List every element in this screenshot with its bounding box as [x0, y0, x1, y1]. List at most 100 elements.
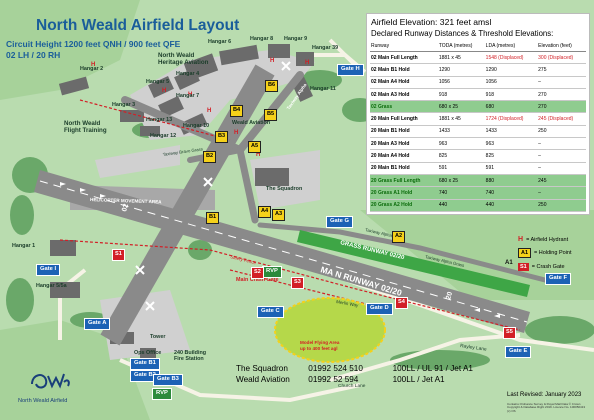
contact-row-weald: Weald Aviation 01992 52 594 100LL / Jet …: [236, 375, 473, 386]
contact-row-squadron: The Squadron 01992 524 510 100LL / UL 91…: [236, 364, 473, 375]
declared-distances-table: Runway TODA (metres) LDA (metres) Elevat…: [370, 42, 586, 212]
building-240-label: 240 Building Fire Station: [174, 350, 207, 363]
hangar-12-label: Hangar 12: [150, 133, 177, 139]
hangar-buildings: [50, 44, 314, 358]
gate-i: Gate I: [36, 264, 61, 276]
rwy-02-number: 02: [121, 203, 130, 213]
rvp-marker-south: RVP: [152, 388, 172, 400]
cell-lda: 1290: [484, 63, 538, 77]
col-runway: Runway: [370, 42, 438, 52]
cell-elevation: 250: [537, 199, 586, 212]
model-flying-label: Model Flying Area up to 400 feet agl: [300, 340, 340, 351]
cell-toda: 440: [437, 199, 485, 212]
cell-toda: 918: [437, 88, 485, 102]
gate-d: Gate D: [366, 303, 393, 315]
main-runway-centreline: [39, 180, 528, 323]
threshold-arrows: [60, 182, 500, 318]
hold-b3: B3: [215, 131, 229, 143]
cell-toda: 1056: [437, 76, 485, 89]
cell-lda: 680: [484, 100, 538, 114]
ops-office-label: Ops Office: [134, 350, 162, 356]
hangar-13-label: Hangar 13: [146, 117, 173, 123]
cell-runway: 20 Main A3 Hold: [370, 137, 438, 151]
svg-text:H: H: [207, 108, 211, 114]
cell-lda: 880: [484, 174, 538, 188]
cell-toda: 1881 x 45: [437, 112, 485, 126]
cell-toda: 740: [437, 186, 485, 200]
airfield-elevation: Airfield Elevation: 321 feet amsl: [371, 17, 492, 27]
declared-distances-panel: Airfield Elevation: 321 feet amsl Declar…: [366, 13, 590, 215]
cell-lda: 918: [484, 88, 538, 102]
cell-toda: 1881 x 45: [437, 51, 485, 65]
contact-name: Weald Aviation: [236, 374, 290, 384]
hangar-5-label: Hangar 5: [146, 79, 170, 85]
cell-toda: 680 x 25: [437, 174, 485, 188]
svg-text:H: H: [270, 58, 274, 64]
taxiway-bravo-grass-label: Taxiway Bravo Grass: [162, 146, 203, 157]
contact-phone: 01992 524 510: [308, 364, 363, 373]
cell-elevation: 300 (Displaced): [537, 51, 586, 65]
cell-runway: 02 Main Full Length: [370, 51, 438, 65]
hangar-11-label: Hangar 11: [310, 86, 336, 92]
col-lda: LDA (metres): [484, 42, 538, 52]
cell-lda: 963: [484, 137, 538, 151]
cell-lda: 440: [484, 199, 538, 212]
heritage-aviation-label: North Weald Heritage Aviation: [158, 52, 209, 67]
cell-toda: 591: [437, 162, 485, 175]
gate-c: Gate C: [257, 306, 284, 318]
hold-b5: B5: [264, 109, 278, 121]
cell-elevation: 270: [537, 88, 586, 102]
cell-runway: 20 Grass A2 Hold: [370, 199, 438, 212]
hold-a4: A4: [258, 206, 272, 218]
cell-lda: 740: [484, 186, 538, 200]
cell-elevation: –: [537, 149, 586, 163]
cell-toda: 825: [437, 149, 485, 163]
cell-toda: 963: [437, 137, 485, 151]
hold-a5: A5: [248, 141, 262, 153]
hold-b6: B6: [265, 80, 279, 92]
cell-runway: 20 Main B1 Hold: [370, 125, 438, 139]
table-header-row: Runway TODA (metres) LDA (metres) Elevat…: [370, 42, 586, 52]
contact-fuel: 100LL / Jet A1: [392, 374, 445, 384]
closed-markers: [135, 61, 291, 311]
legend-crash-text: = Crash Gate: [531, 264, 565, 270]
cell-elevation: 270: [537, 100, 586, 114]
gate-g: Gate G: [326, 216, 354, 228]
gate-e: Gate E: [505, 346, 532, 358]
hydrant-icon: H: [518, 236, 524, 243]
hold-b4: B4: [230, 105, 244, 117]
contact-name: The Squadron: [236, 364, 288, 373]
tower-label: Tower: [150, 334, 166, 340]
cell-elevation: –: [537, 162, 586, 175]
cell-runway: 20 Main B1 Hold: [370, 162, 438, 175]
col-elevation: Elevation (feet): [537, 42, 586, 52]
hydrant-markers: H H H H H H H H: [91, 58, 309, 158]
svg-text:H: H: [234, 130, 238, 136]
contacts-block: The Squadron 01992 524 510 100LL / UL 91…: [236, 364, 473, 385]
cell-runway: 20 Grass Full Length: [370, 174, 438, 188]
model-flying-area: [274, 297, 386, 363]
weald-aviation-label: Weald Aviation: [232, 120, 271, 126]
legend-hydrant: H = Airfield Hydrant: [518, 236, 572, 243]
hangar-9-label: Hangar 9: [284, 36, 308, 42]
gate-f: Gate F: [545, 273, 572, 285]
copyright-notice: Contains Ordnance Survey & Royal Mail Da…: [507, 402, 586, 413]
hangar-5-5a-label: Hangar 5/5a: [36, 283, 67, 289]
cell-lda: 1056: [484, 76, 538, 89]
hangar-8-label: Hangar 8: [250, 36, 274, 42]
cell-elevation: 275: [537, 63, 586, 77]
north-weald-logo: North Weald Airfield: [18, 370, 72, 404]
cell-elevation: –: [537, 186, 586, 200]
cell-toda: 680 x 25: [437, 100, 485, 114]
runway-designators: 02 LH / 20 RH: [6, 50, 61, 60]
last-revised: Last Revised: January 2023: [507, 392, 582, 398]
hangar-39-label: Hangar 39: [312, 45, 339, 51]
cell-elevation: 245 (Displaced): [537, 112, 586, 126]
church-lane-label: Church Lane: [338, 383, 366, 389]
